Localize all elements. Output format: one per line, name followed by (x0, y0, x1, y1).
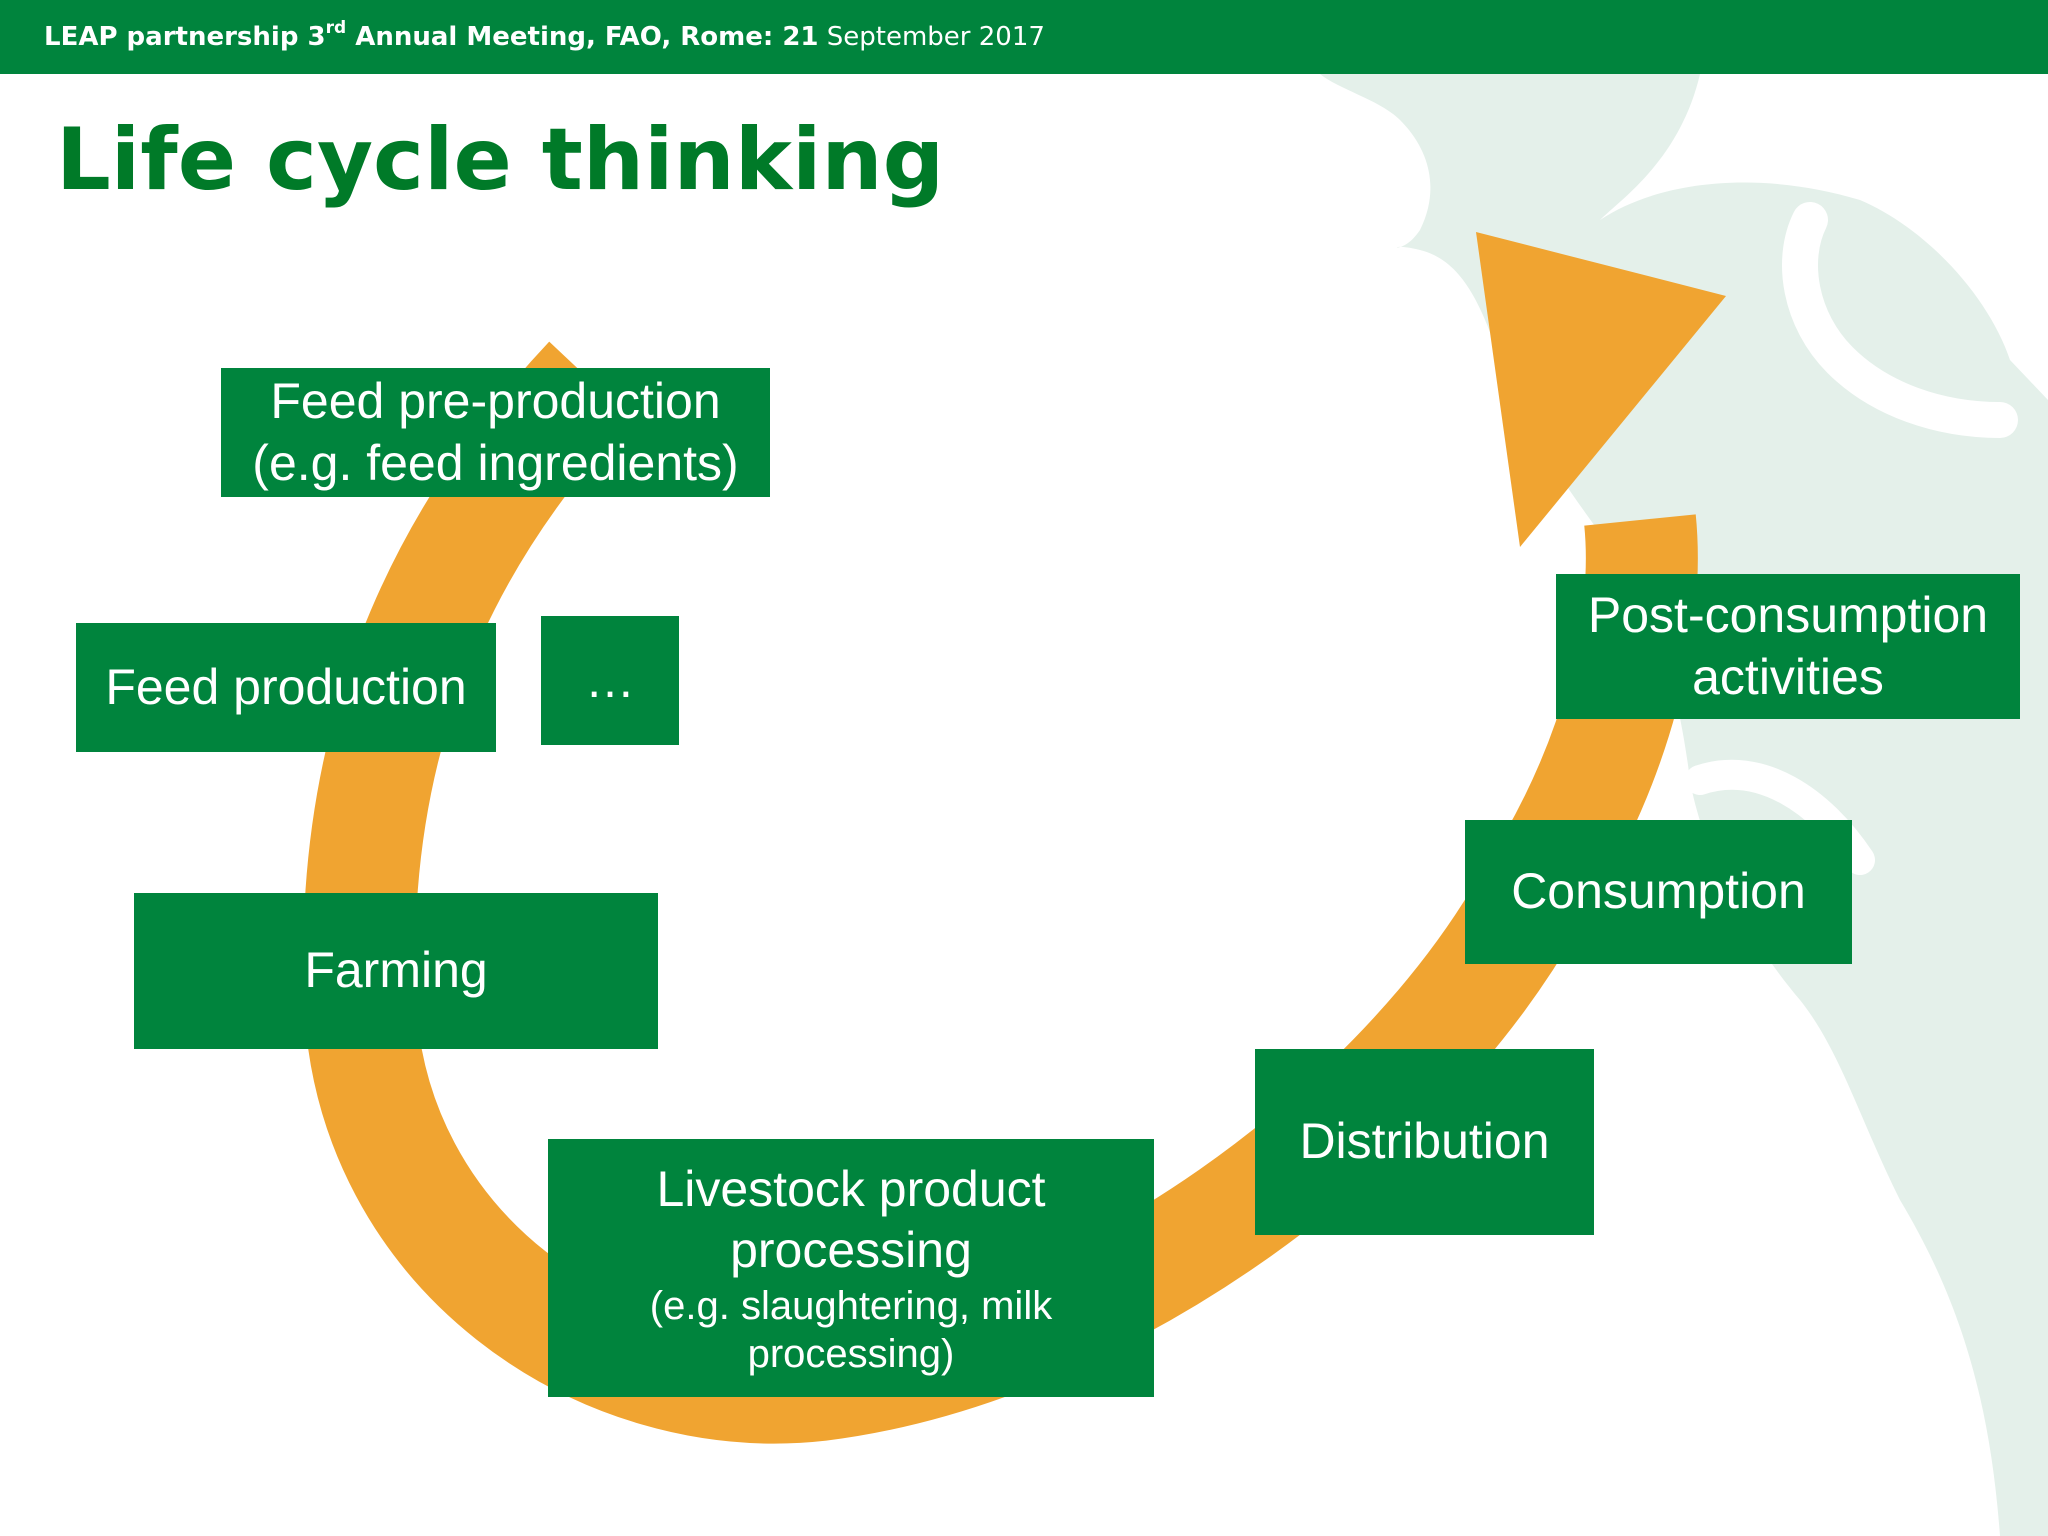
stage-processing-title-line2: processing (730, 1222, 972, 1278)
stage-post-consumption-subtitle: activities (1692, 648, 1884, 705)
stage-feed-pre-production-example: (e.g. feed ingredients) (252, 434, 739, 491)
stage-post-consumption: Post-consumption activities (1556, 574, 2020, 719)
stage-post-consumption-title: Post-consumption (1587, 587, 1989, 643)
page-title: Life cycle thinking (56, 110, 945, 210)
stage-consumption-label: Consumption (1511, 863, 1806, 920)
stage-farming: Farming (134, 893, 658, 1049)
stage-feed-production: Feed production (76, 623, 496, 752)
stage-processing-title-line1: Livestock product (656, 1160, 1046, 1217)
event-name: LEAP partnership 3 (44, 22, 326, 52)
stage-processing-detail-line1: (e.g. slaughtering, milk (649, 1283, 1053, 1328)
stage-distribution: Distribution (1255, 1049, 1594, 1235)
stage-feed-pre-production-title: Feed pre-production (270, 373, 721, 429)
header-bar: LEAP partnership 3rd Annual Meeting, FAO… (0, 0, 2048, 74)
event-ordinal: rd (325, 18, 347, 38)
stage-distribution-label: Distribution (1299, 1113, 1550, 1170)
stage-feed-pre-production: Feed pre-production (e.g. feed ingredien… (221, 368, 770, 497)
stage-ellipsis: … (541, 616, 679, 745)
cycle-arrowhead (1476, 232, 1726, 547)
event-banner: LEAP partnership 3rd Annual Meeting, FAO… (44, 0, 1045, 74)
stage-feed-production-label: Feed production (105, 658, 467, 715)
stage-processing-detail-line2: processing) (747, 1331, 955, 1376)
stage-consumption: Consumption (1465, 820, 1852, 964)
stage-livestock-processing: Livestock product processing (e.g. slaug… (548, 1139, 1154, 1397)
event-date: September 2017 (818, 22, 1045, 52)
event-details: Annual Meeting, FAO, Rome: 21 (346, 22, 819, 52)
stage-ellipsis-label: … (585, 651, 635, 708)
stage-farming-label: Farming (304, 942, 488, 999)
